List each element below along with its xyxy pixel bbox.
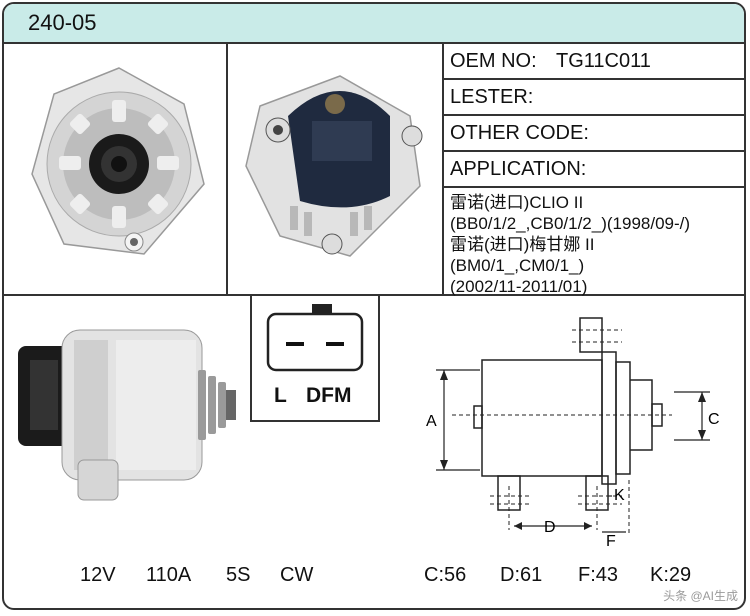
dim-label-a: A [426,413,437,430]
voltage: 12V [80,564,116,586]
other-code-label: OTHER CODE: [450,122,589,144]
application-line: 雷诺(进口)CLIO II [450,193,584,212]
dimension-k: K:29 [650,564,692,586]
header-bar: 240-05 [4,4,744,44]
dimension-d: D:61 [500,564,543,586]
dim-label-c: C [708,411,720,428]
pin-label-l: L [274,384,287,407]
oem-value: TG11C011 [556,50,651,72]
dimension-diagram: A C D K F [426,317,720,550]
product-card: 240-05 OEM NO: TG11C011 LESTER: OTHER CO… [2,2,746,610]
pulley-grooves: 5S [226,564,251,586]
dimension-f: F:43 [578,564,619,586]
pin-label-dfm: DFM [306,384,352,407]
dim-label-f: F [606,533,616,550]
divider [442,150,744,152]
dim-label-d: D [544,519,556,536]
divider [442,78,744,80]
oem-label: OEM NO: [450,50,537,72]
alternator-side-photo [18,329,236,501]
alternator-rear-photo [245,75,423,257]
divider [442,42,444,294]
divider [442,114,744,116]
dimension-c: C:56 [424,564,467,586]
alternator-front-photo [31,67,205,255]
dim-label-k: K [614,487,625,504]
current: 110A [146,564,192,586]
connector-plug-icon [266,304,364,372]
application-line: 雷诺(进口)梅甘娜 II [450,235,595,254]
application-line: (BM0/1_,CM0/1_) [450,256,585,275]
application-line: (2002/11-2011/01) [450,277,588,296]
watermark: 头条 @AI生成 [663,589,738,603]
part-code: 240-05 [28,10,97,35]
rotation: CW [280,564,314,586]
lester-label: LESTER: [450,86,534,108]
divider [226,42,228,294]
application-label: APPLICATION: [450,158,587,180]
divider [4,294,744,296]
divider [442,186,744,188]
application-line: (BB0/1/2_,CB0/1/2_)(1998/09-/) [450,214,691,233]
connector-box: L DFM [250,296,380,422]
